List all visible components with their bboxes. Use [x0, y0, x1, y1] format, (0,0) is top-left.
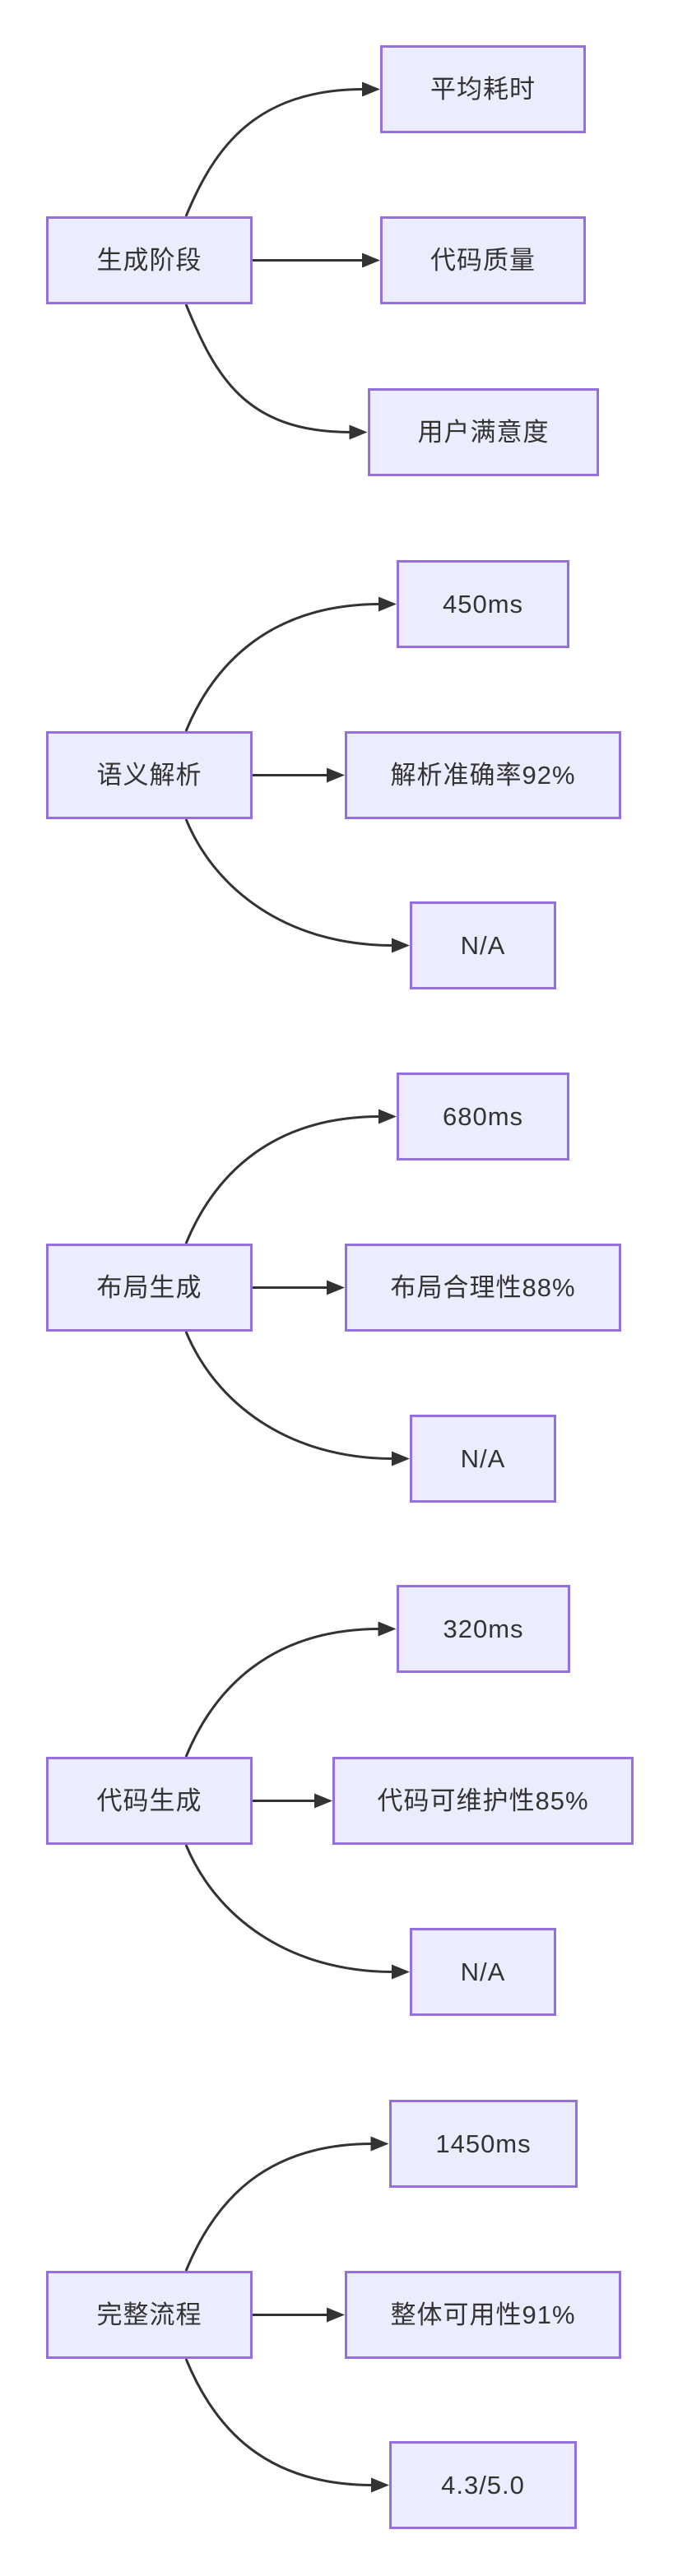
arrowhead-icon [378, 1109, 397, 1124]
edge-curve-down [184, 818, 394, 947]
edge-curve-up [184, 1115, 381, 1244]
node-target-3-1: 代码可维护性85% [332, 1757, 634, 1845]
node-target-3-0: 320ms [397, 1585, 570, 1673]
edge-curve-down [184, 303, 351, 433]
arrowhead-icon [314, 1793, 332, 1809]
node-source-1: 语义解析 [46, 731, 253, 819]
arrowhead-icon [392, 1451, 410, 1466]
node-target-1-1: 解析准确率92% [345, 731, 621, 819]
arrowhead-icon [392, 1964, 410, 1980]
node-source-2: 布局生成 [46, 1244, 253, 1332]
node-target-3-2: N/A [410, 1928, 556, 2016]
node-source-4: 完整流程 [46, 2271, 253, 2359]
node-target-4-2: 4.3/5.0 [389, 2441, 577, 2529]
node-target-1-2: N/A [410, 901, 556, 989]
arrowhead-icon [392, 938, 410, 953]
arrowhead-icon [362, 253, 380, 268]
arrowhead-icon [327, 767, 345, 783]
arrowhead-icon [370, 2136, 389, 2152]
edge-curve-up [184, 603, 381, 732]
node-target-0-0: 平均耗时 [380, 45, 586, 133]
edge-curve-down [184, 1844, 394, 1973]
node-target-4-0: 1450ms [389, 2100, 578, 2188]
arrowhead-icon [327, 2307, 345, 2323]
node-target-1-0: 450ms [397, 560, 569, 648]
node-source-0: 生成阶段 [46, 216, 253, 304]
node-target-2-0: 680ms [397, 1073, 569, 1161]
arrowhead-icon [371, 2477, 389, 2493]
arrowhead-icon [378, 596, 397, 612]
node-target-0-1: 代码质量 [380, 216, 586, 304]
edge-curve-down [184, 2358, 374, 2486]
edge-curve-up [184, 1628, 380, 1758]
arrowhead-icon [362, 81, 380, 97]
node-target-4-1: 整体可用性91% [345, 2271, 621, 2359]
arrowhead-icon [327, 1280, 345, 1295]
node-target-2-1: 布局合理性88% [345, 1244, 621, 1332]
edge-curve-up [184, 2143, 373, 2272]
node-source-3: 代码生成 [46, 1757, 253, 1845]
arrowhead-icon [349, 424, 368, 440]
node-target-0-2: 用户满意度 [368, 388, 599, 476]
node-target-2-2: N/A [410, 1415, 556, 1503]
edge-curve-up [184, 88, 365, 217]
edge-curve-down [184, 1331, 394, 1460]
arrowhead-icon [378, 1621, 397, 1637]
